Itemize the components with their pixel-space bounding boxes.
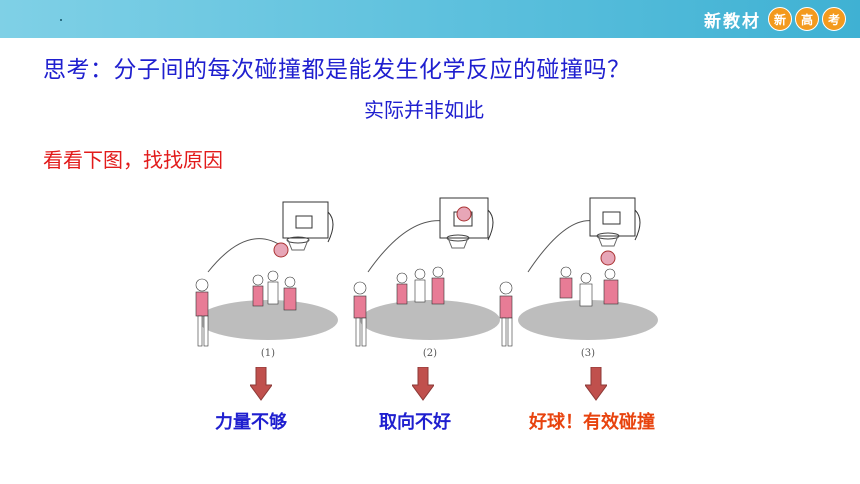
question-text: 思考：分子间的每次碰撞都是能发生化学反应的碰撞吗？ [43,57,631,83]
brand-text: 新教材 [704,11,761,32]
brand-logo: 新教材 新 高 考 [704,6,846,32]
down-arrow-icon [585,367,607,401]
basketball-scene-3: (3) [498,192,678,372]
caption-insufficient-force: 力量不够 [215,412,287,433]
basketball-illustration-1 [195,201,338,347]
down-arrow-icon [412,367,434,401]
brand-badge-xin: 新 [768,7,792,31]
caption-effective-collision: 好球！有效碰撞 [529,412,655,433]
basketball-illustration-2 [353,197,500,347]
answer-text: 实际并非如此 [364,98,484,122]
header-bar: 新教材 新 高 考 [0,0,860,38]
scene-label-3: (3) [580,348,596,359]
scene-label-1: (1) [260,348,276,359]
brand-badge-gao: 高 [795,7,819,31]
basketball-scene-2: (2) [340,192,520,372]
brand-badge-kao: 考 [822,7,846,31]
down-arrow-icon [250,367,272,401]
basketball-illustration-3 [499,197,658,347]
caption-wrong-orientation: 取向不好 [379,412,451,433]
scene-label-2: (2) [422,348,438,359]
prompt-text: 看看下图，找找原因 [43,148,223,172]
header-dot [60,19,62,21]
basketball-scene-1: (1) [178,192,358,372]
